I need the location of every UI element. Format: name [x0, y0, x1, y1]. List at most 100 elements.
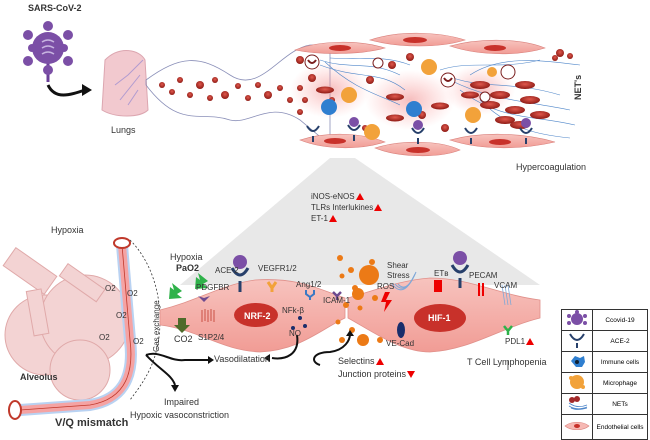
- ace2-receptor-right: [450, 251, 470, 288]
- no-dots: [291, 316, 307, 330]
- process-arrows: [145, 333, 351, 386]
- mediator-et1: ET-1: [311, 215, 337, 223]
- hypoxic-vasoconstriction-label: Hypoxic vasoconstriction: [130, 410, 230, 420]
- secreted-vesicles: [335, 255, 383, 346]
- legend-label: Endothelial cells: [592, 414, 648, 440]
- pdgfbr-receptor: [198, 296, 210, 302]
- vegfr-receptor: [266, 281, 278, 292]
- alveolus-label: Alveolus: [20, 372, 58, 382]
- pao2-label: PaO2: [176, 263, 200, 273]
- virus-icon: [23, 21, 73, 82]
- nets-fibers: [319, 57, 581, 139]
- o2-label: O2: [105, 284, 116, 293]
- mediator-inos: iNOS-eNOS: [311, 193, 364, 201]
- ros-bolt: [381, 292, 392, 312]
- lungs-icon: [101, 50, 149, 117]
- gas-exchange-label: Gas exchange: [152, 300, 161, 352]
- o2-label: O2: [116, 311, 127, 320]
- ros-label: ROS: [377, 282, 395, 291]
- legend-label: Immune cells: [592, 351, 648, 373]
- ang-receptor: [305, 290, 315, 300]
- icam-label: ICAM-1: [323, 296, 351, 305]
- vegfr-label: VEGFR1/2: [258, 264, 297, 273]
- virus-label: SARS-CoV-2: [28, 3, 82, 13]
- pecam-label: PECAM: [469, 271, 498, 280]
- neutrophils: [304, 54, 516, 103]
- nets-icon: [568, 396, 588, 410]
- legend-row: Immune cells: [561, 351, 648, 373]
- endothelial-cells-top: [293, 32, 546, 55]
- o2-label: O2: [127, 289, 138, 298]
- hypoxia-arrows: [169, 273, 208, 299]
- nrf2-label: NRF-2: [244, 311, 271, 321]
- junction-proteins-label: Junction proteins: [338, 370, 416, 379]
- increase-arrow-icon: [355, 193, 364, 201]
- lungs-label: Lungs: [111, 125, 136, 135]
- t-cell-lymphopenia-label: T Cell Lymphopenia: [467, 357, 547, 367]
- impaired-label: Impaired: [164, 397, 200, 407]
- increase-arrow-icon: [526, 338, 535, 346]
- virus-icon: [567, 310, 587, 325]
- endothelial-cell-icon: [564, 421, 590, 431]
- macrophage-icon: [569, 375, 585, 389]
- ace2-receptor: [230, 255, 250, 292]
- legend-label: NETs: [592, 393, 648, 415]
- legend-row: Microphage: [561, 372, 648, 394]
- nets-label: NET's: [573, 74, 583, 100]
- o2-label: O2: [99, 333, 110, 342]
- virus-small-top: [349, 117, 531, 130]
- pecam-receptor: [478, 283, 484, 296]
- selectins-label: Selectins: [338, 357, 384, 366]
- hypoxia-label-right: Hypoxia: [170, 252, 203, 262]
- stress-label: Stress: [387, 271, 410, 280]
- o2-label: O2: [133, 337, 144, 346]
- legend-row: ACE-2: [561, 330, 648, 352]
- shear-stress-waves: [391, 271, 417, 291]
- no-label: NO: [289, 329, 301, 338]
- s1p-receptor: [201, 309, 215, 322]
- pdl1-label: PDL1: [505, 338, 535, 346]
- co2-arrow: [174, 318, 190, 333]
- icam-receptor: [332, 291, 342, 300]
- s1p-label: S1P2/4: [198, 333, 225, 342]
- immune-cell-icon: [571, 356, 585, 367]
- decrease-arrow-icon: [407, 371, 416, 379]
- hif1-label: HIF-1: [428, 313, 451, 323]
- nrf2-nucleus: [234, 303, 278, 327]
- alveolus-illustration: [2, 246, 131, 401]
- ace2-label: ACE-2: [215, 266, 239, 275]
- legend: Ccovid-19 ACE-2 Immune cells Microphage …: [561, 309, 648, 440]
- mediator-tlrs: TLRs Interlukines: [311, 204, 383, 212]
- shear-label: Shear: [387, 261, 409, 270]
- legend-label: Microphage: [592, 372, 648, 394]
- co2-label: CO2: [174, 334, 193, 344]
- pdgfbr-label: PDGFBR: [196, 283, 230, 292]
- ve-cad-label: VE-Cad: [386, 339, 415, 348]
- zoom-projection: [180, 158, 540, 285]
- legend-row: Endothelial cells: [561, 414, 648, 440]
- vasodilatation-label: Vasodilatation: [214, 354, 270, 364]
- ang-label: Ang1/2: [296, 280, 322, 289]
- macrophages: [341, 59, 497, 140]
- hypercoagulation-label: Hypercoagulation: [516, 162, 587, 172]
- endothelial-cells-bottom: [299, 133, 556, 157]
- legend-label: ACE-2: [592, 330, 648, 352]
- legend-row: Ccovid-19: [561, 309, 648, 331]
- vq-mismatch-label: V/Q mismatch: [55, 417, 129, 429]
- hypoxia-label-left: Hypoxia: [51, 225, 84, 235]
- increase-arrow-icon: [375, 358, 384, 366]
- ve-cad-protein: [397, 322, 405, 338]
- immune-cells: [321, 99, 422, 117]
- etb-receptor: [434, 280, 442, 292]
- gas-exchange-boundary: [129, 239, 161, 401]
- legend-label: Ccovid-19: [592, 309, 648, 331]
- infection-arrow: [46, 84, 86, 97]
- increase-arrow-icon: [374, 204, 383, 212]
- hif1-nucleus: [414, 304, 466, 332]
- etb-label: ETв: [434, 269, 449, 278]
- vcam-label: VCAM: [494, 281, 518, 290]
- legend-row: NETs: [561, 393, 648, 415]
- increase-arrow-icon: [328, 215, 337, 223]
- ace2-receptors-top: [306, 124, 533, 144]
